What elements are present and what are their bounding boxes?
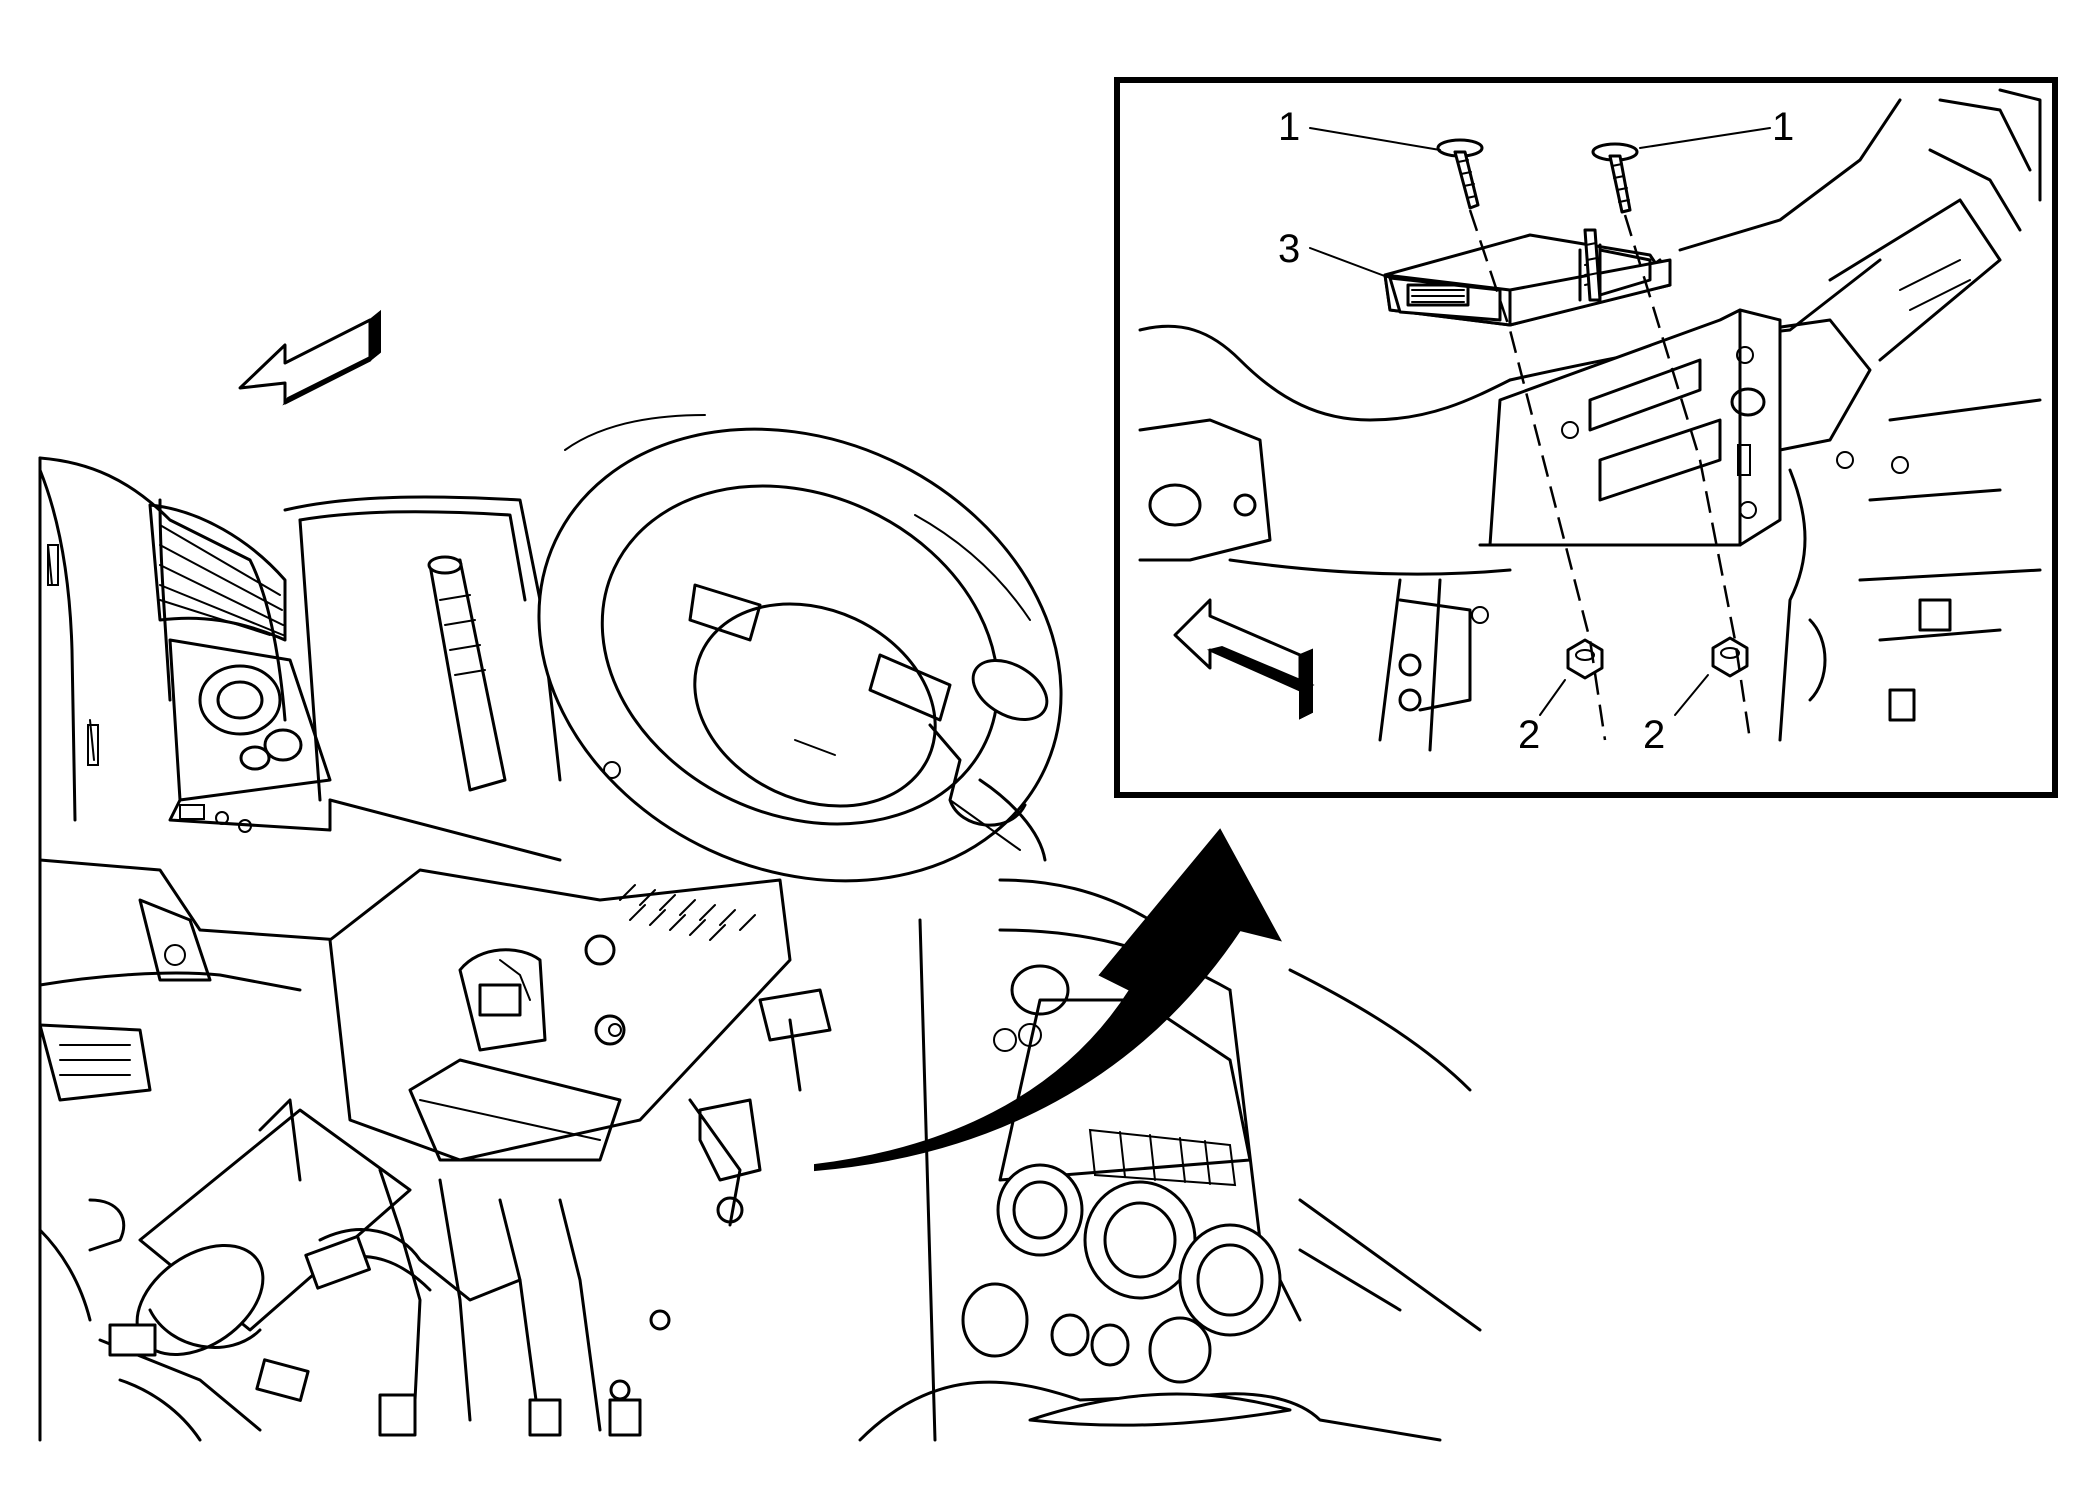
screw-left (1436, 138, 1484, 210)
module (1383, 233, 1672, 327)
mounting-bracket (1478, 308, 1782, 547)
nut-left (1566, 638, 1604, 680)
nut-right (1711, 636, 1749, 678)
leader-lines (1309, 127, 1771, 716)
inset-detail-view: 1 1 3 2 2 (1114, 77, 2058, 798)
callout-1-left: 1 (1278, 105, 1300, 149)
callout-3: 3 (1278, 227, 1300, 271)
alignment-lines (1468, 209, 1752, 741)
inset-reference-arrow (814, 828, 1282, 1172)
callout-labels: 1 1 3 2 2 (1278, 105, 1794, 757)
callout-2-left: 2 (1518, 713, 1540, 757)
screw-module-fastener (1583, 228, 1602, 302)
center-stack (858, 878, 1482, 1442)
screw-right (1591, 142, 1639, 214)
steering-wheel (537, 414, 1063, 883)
forward-direction-arrow (238, 309, 381, 406)
inset-forward-direction-arrow (1173, 598, 1315, 720)
instrument-panel-left (38, 456, 562, 1442)
callout-1-right: 1 (1772, 105, 1794, 149)
main-view (38, 309, 1482, 1442)
steering-column (98, 555, 832, 1442)
callout-2-right: 2 (1643, 713, 1665, 757)
